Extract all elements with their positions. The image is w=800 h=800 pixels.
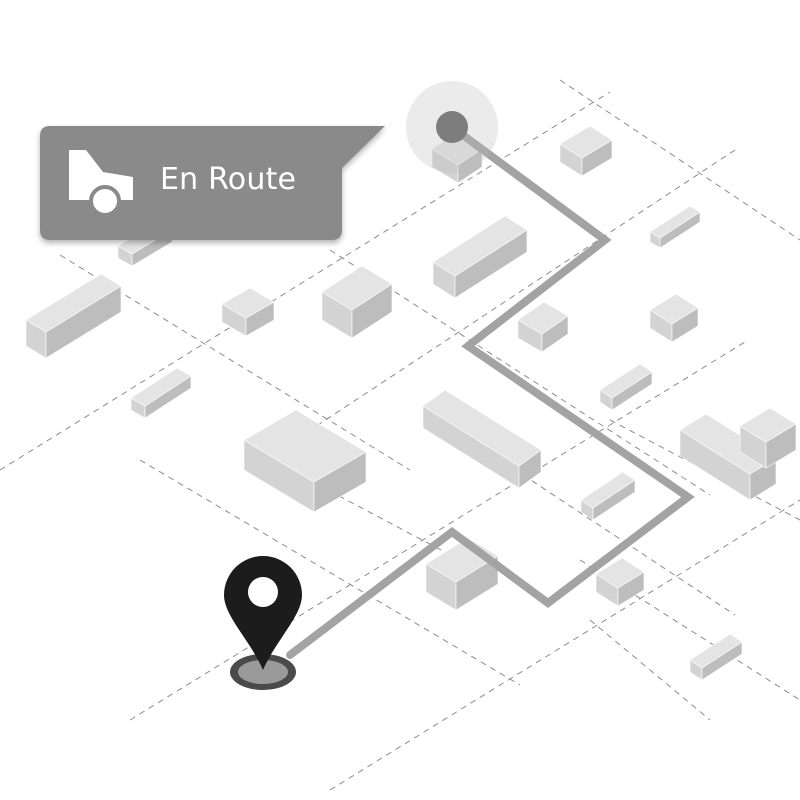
building xyxy=(599,363,653,411)
building xyxy=(649,293,699,343)
buildings xyxy=(25,125,797,681)
street-grid xyxy=(0,79,800,791)
route-start-marker xyxy=(406,81,498,173)
building xyxy=(595,557,645,607)
delivery-route xyxy=(286,123,695,659)
building xyxy=(25,273,122,359)
building xyxy=(221,287,275,337)
building xyxy=(422,389,542,489)
building xyxy=(649,205,701,249)
building xyxy=(580,471,636,521)
destination-pin-icon xyxy=(224,556,302,690)
building xyxy=(689,633,743,681)
building xyxy=(739,407,797,469)
building xyxy=(425,537,499,611)
building xyxy=(117,221,173,267)
building xyxy=(130,367,192,419)
building xyxy=(243,409,367,513)
building xyxy=(559,125,613,177)
building xyxy=(321,265,393,339)
building xyxy=(432,215,528,299)
building xyxy=(517,301,569,353)
